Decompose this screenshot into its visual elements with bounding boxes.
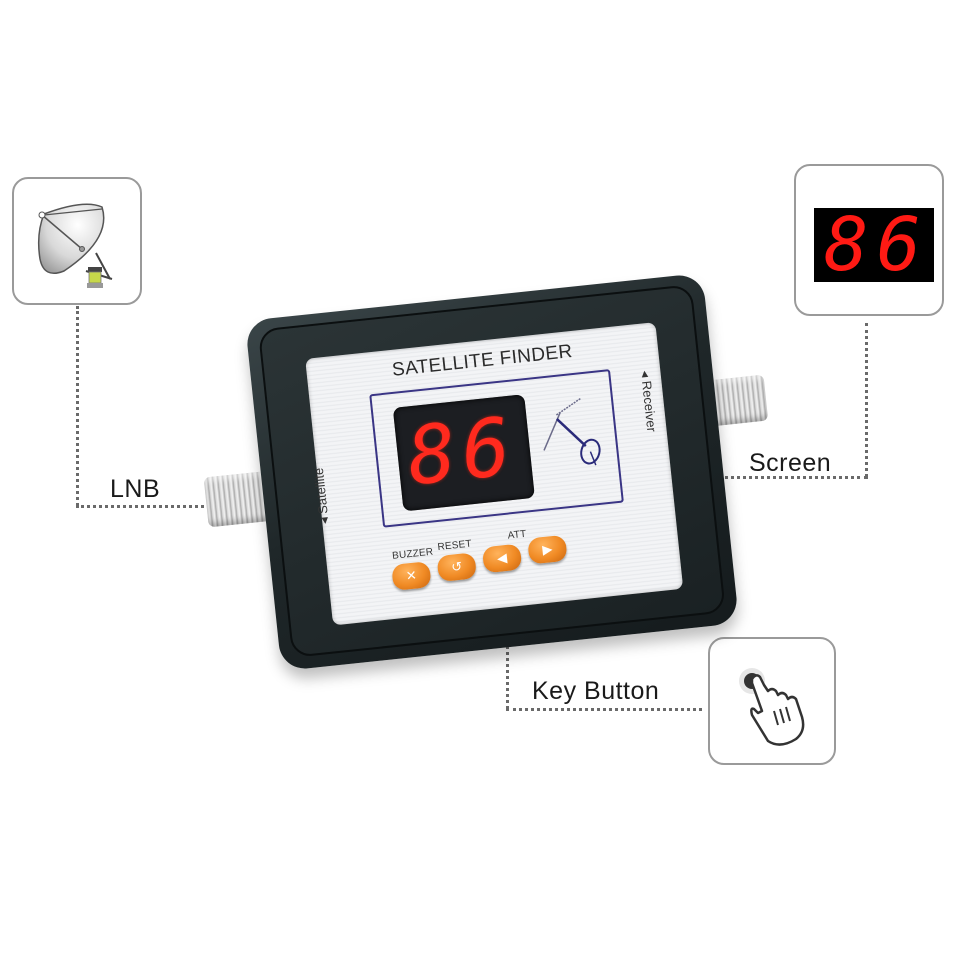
screen-callout-label: Screen [749, 449, 832, 477]
satellite-finder-device: SATELLITE FINDER 86 ◂ Satellite ◂ Receiv… [244, 272, 740, 672]
dish-alignment-icon [543, 397, 601, 466]
reset-label: RESET [437, 538, 473, 554]
reset-button[interactable]: ↺ [436, 552, 478, 583]
att-label: ATT [507, 528, 528, 542]
buzzer-button[interactable]: ✕ [391, 561, 432, 591]
screen-preview-box: 86 [794, 164, 944, 316]
screen-preview-value: 86 [824, 202, 930, 288]
lnb-icon-box [12, 177, 142, 305]
key-button-icon-box [708, 637, 836, 765]
led-display-value: 86 [403, 399, 521, 504]
lnb-leader-horizontal [76, 505, 210, 508]
screen-leader-vertical [865, 323, 868, 477]
lnb-leader-vertical [76, 306, 79, 506]
receiver-port-label: ◂ Receiver [638, 369, 660, 433]
screen-preview-display: 86 [814, 202, 934, 288]
key-button-callout-label: Key Button [532, 677, 660, 705]
key-leader-horizontal [506, 708, 702, 711]
lnb-callout-label: LNB [110, 475, 161, 503]
arrow-up-icon: ◂ [315, 513, 332, 525]
arrow-left-icon: ◀ [496, 549, 508, 566]
arrow-right-icon: ▶ [541, 541, 554, 558]
led-display: 86 [392, 394, 535, 512]
buzzer-icon: ✕ [405, 567, 418, 584]
reset-icon: ↺ [450, 558, 463, 575]
buzzer-label: BUZZER [391, 546, 434, 562]
att-right-button[interactable]: ▶ [527, 534, 568, 565]
satellite-dish-icon [37, 203, 113, 288]
device-faceplate: SATELLITE FINDER 86 ◂ Satellite ◂ Receiv… [305, 322, 684, 626]
display-frame: 86 [369, 369, 624, 528]
hand-pointer-icon [739, 668, 805, 746]
att-left-button[interactable]: ◀ [481, 543, 523, 574]
